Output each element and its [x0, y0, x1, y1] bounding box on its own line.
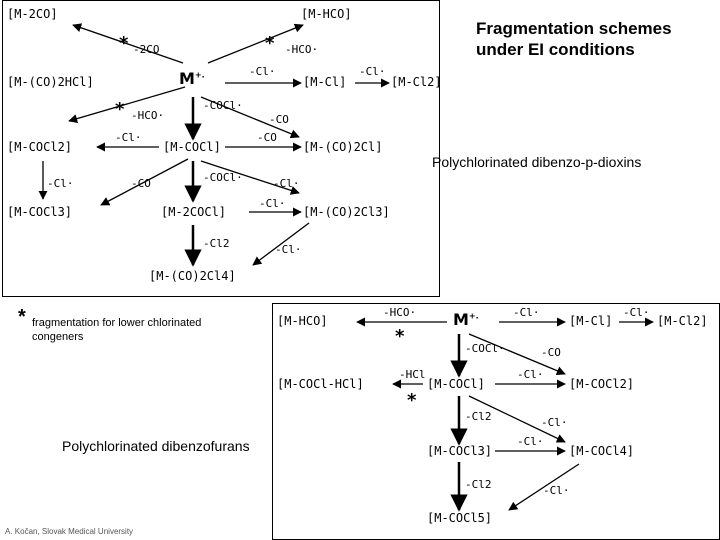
loss-cl-diag: -Cl·: [541, 416, 568, 429]
loss-cl-diag2: -Cl·: [543, 484, 570, 497]
species-m-cocl3: [M-COCl3]: [7, 205, 73, 219]
furan-molecular-ion: M+.: [453, 310, 479, 329]
species-m-cocl2: [M-COCl2]: [569, 377, 635, 391]
loss-cocl-down: -COCl·: [465, 342, 505, 355]
loss-cocl-down: -COCl·: [203, 99, 243, 112]
loss-hco-top: -HCO·: [285, 43, 319, 56]
page-title: Fragmentation schemes under EI condition…: [476, 19, 672, 59]
loss-cl-right2: -Cl·: [259, 197, 286, 210]
arrow-m-to-m-hco: [207, 23, 304, 64]
loss-cl2-down2: -Cl2: [465, 478, 492, 491]
species-m-co2cl4: [M-(CO)2Cl4]: [149, 269, 236, 283]
footnote-star: *: [18, 306, 26, 328]
loss-hco-left: -HCO·: [131, 109, 165, 122]
loss-cl-diag2: -Cl·: [275, 243, 302, 256]
species-m-hco: [M-HCO]: [301, 7, 352, 21]
loss-cocl-down2: -COCl·: [203, 171, 243, 184]
lower-chlorinated-star: *: [115, 99, 125, 120]
arrow-m-to-m-co2hcl: [68, 86, 186, 124]
arrow-m-to-m-co2cl: [200, 96, 300, 139]
dioxins-caption: Polychlorinated dibenzo-p-dioxins: [432, 154, 642, 170]
loss-cl-down-left: -Cl·: [47, 177, 74, 190]
species-m-co2hcl: [M-(CO)2HCl]: [7, 75, 94, 89]
species-m-2co: [M-2CO]: [7, 7, 58, 21]
species-m-co2cl: [M-(CO)2Cl]: [303, 140, 383, 154]
furans-caption: Polychlorinated dibenzofurans: [62, 438, 250, 454]
species-m-cl2: [M-Cl2]: [391, 75, 440, 89]
species-m-2cocl: [M-2COCl]: [161, 205, 227, 219]
loss-co-diag: -CO: [269, 113, 289, 126]
species-m-cocl: [M-COCl]: [163, 140, 221, 154]
arrow-m-to-m-cocl2-diag: [468, 333, 566, 376]
loss-cl-right2: -Cl·: [517, 435, 544, 448]
species-m-cl: [M-Cl]: [569, 314, 613, 328]
dioxin-scheme-arrows: [38, 23, 390, 267]
arrow-m-cocl-to-m-cocl4-diag: [468, 395, 566, 443]
dioxin-molecular-ion: M+.: [179, 69, 205, 88]
furan-scheme-arrows: [356, 317, 654, 512]
lower-chlorinated-star: *: [265, 33, 275, 54]
species-m-cocl5: [M-COCl5]: [427, 511, 493, 525]
loss-cl-cocl2: -Cl·: [115, 131, 142, 144]
loss-co-diag: -CO: [541, 346, 561, 359]
loss-cl-diag: -Cl·: [273, 177, 300, 190]
loss-hcl: -HCl: [399, 368, 426, 381]
species-m-cocl: [M-COCl]: [427, 377, 485, 391]
arrow-m-cocl4-to-m-cocl5: [508, 463, 580, 511]
species-m-cocl4: [M-COCl4]: [569, 444, 635, 458]
loss-cl-m-cl: -Cl·: [623, 306, 650, 319]
loss-2co: -2CO: [133, 43, 160, 56]
loss-cl2-down: -Cl2: [465, 410, 492, 423]
species-m-cocl-hcl: [M-COCl-HCl]: [277, 377, 364, 391]
species-m-cocl3: [M-COCl3]: [427, 444, 493, 458]
lower-chlorinated-star: *: [119, 33, 129, 54]
footnote-text: fragmentation for lower chlorinated cong…: [32, 317, 202, 343]
lower-chlorinated-star: *: [407, 390, 417, 411]
dioxin-fragmentation-scheme: [M-2CO] [M-HCO] [M-(CO)2HCl] M+. [M-Cl] …: [2, 0, 440, 297]
credit-line: A. Kočan, Slovak Medical University: [5, 527, 134, 536]
arrow-m-to-m-2co: [72, 23, 184, 64]
species-m-co2cl3: [M-(CO)2Cl3]: [303, 205, 390, 219]
loss-cl-m-cl: -Cl·: [359, 65, 386, 78]
loss-hco: -HCO·: [383, 306, 417, 319]
species-m-cl: [M-Cl]: [303, 75, 347, 89]
species-m-cocl2: [M-COCl2]: [7, 140, 73, 154]
lower-chlorinated-star: *: [395, 326, 405, 347]
furan-fragmentation-scheme: [M-HCO] M+. [M-Cl] [M-Cl2] [M-COCl-HCl] …: [272, 303, 720, 540]
loss-cl-right: -Cl·: [517, 368, 544, 381]
loss-cl-top: -Cl·: [513, 306, 540, 319]
loss-cl2-down: -Cl2: [203, 237, 230, 250]
loss-co-right: -CO: [257, 131, 277, 144]
arrow-m-co2cl3-to-m-co2cl4: [252, 222, 310, 266]
loss-co-diag2: -CO: [131, 177, 151, 190]
species-m-hco: [M-HCO]: [277, 314, 328, 328]
loss-cl-right: -Cl·: [249, 65, 276, 78]
arrow-m-cocl-to-m-cocl3: [100, 158, 189, 206]
arrow-m-cocl-to-m-co2cl3-diag: [200, 160, 300, 195]
species-m-cl2: [M-Cl2]: [657, 314, 708, 328]
